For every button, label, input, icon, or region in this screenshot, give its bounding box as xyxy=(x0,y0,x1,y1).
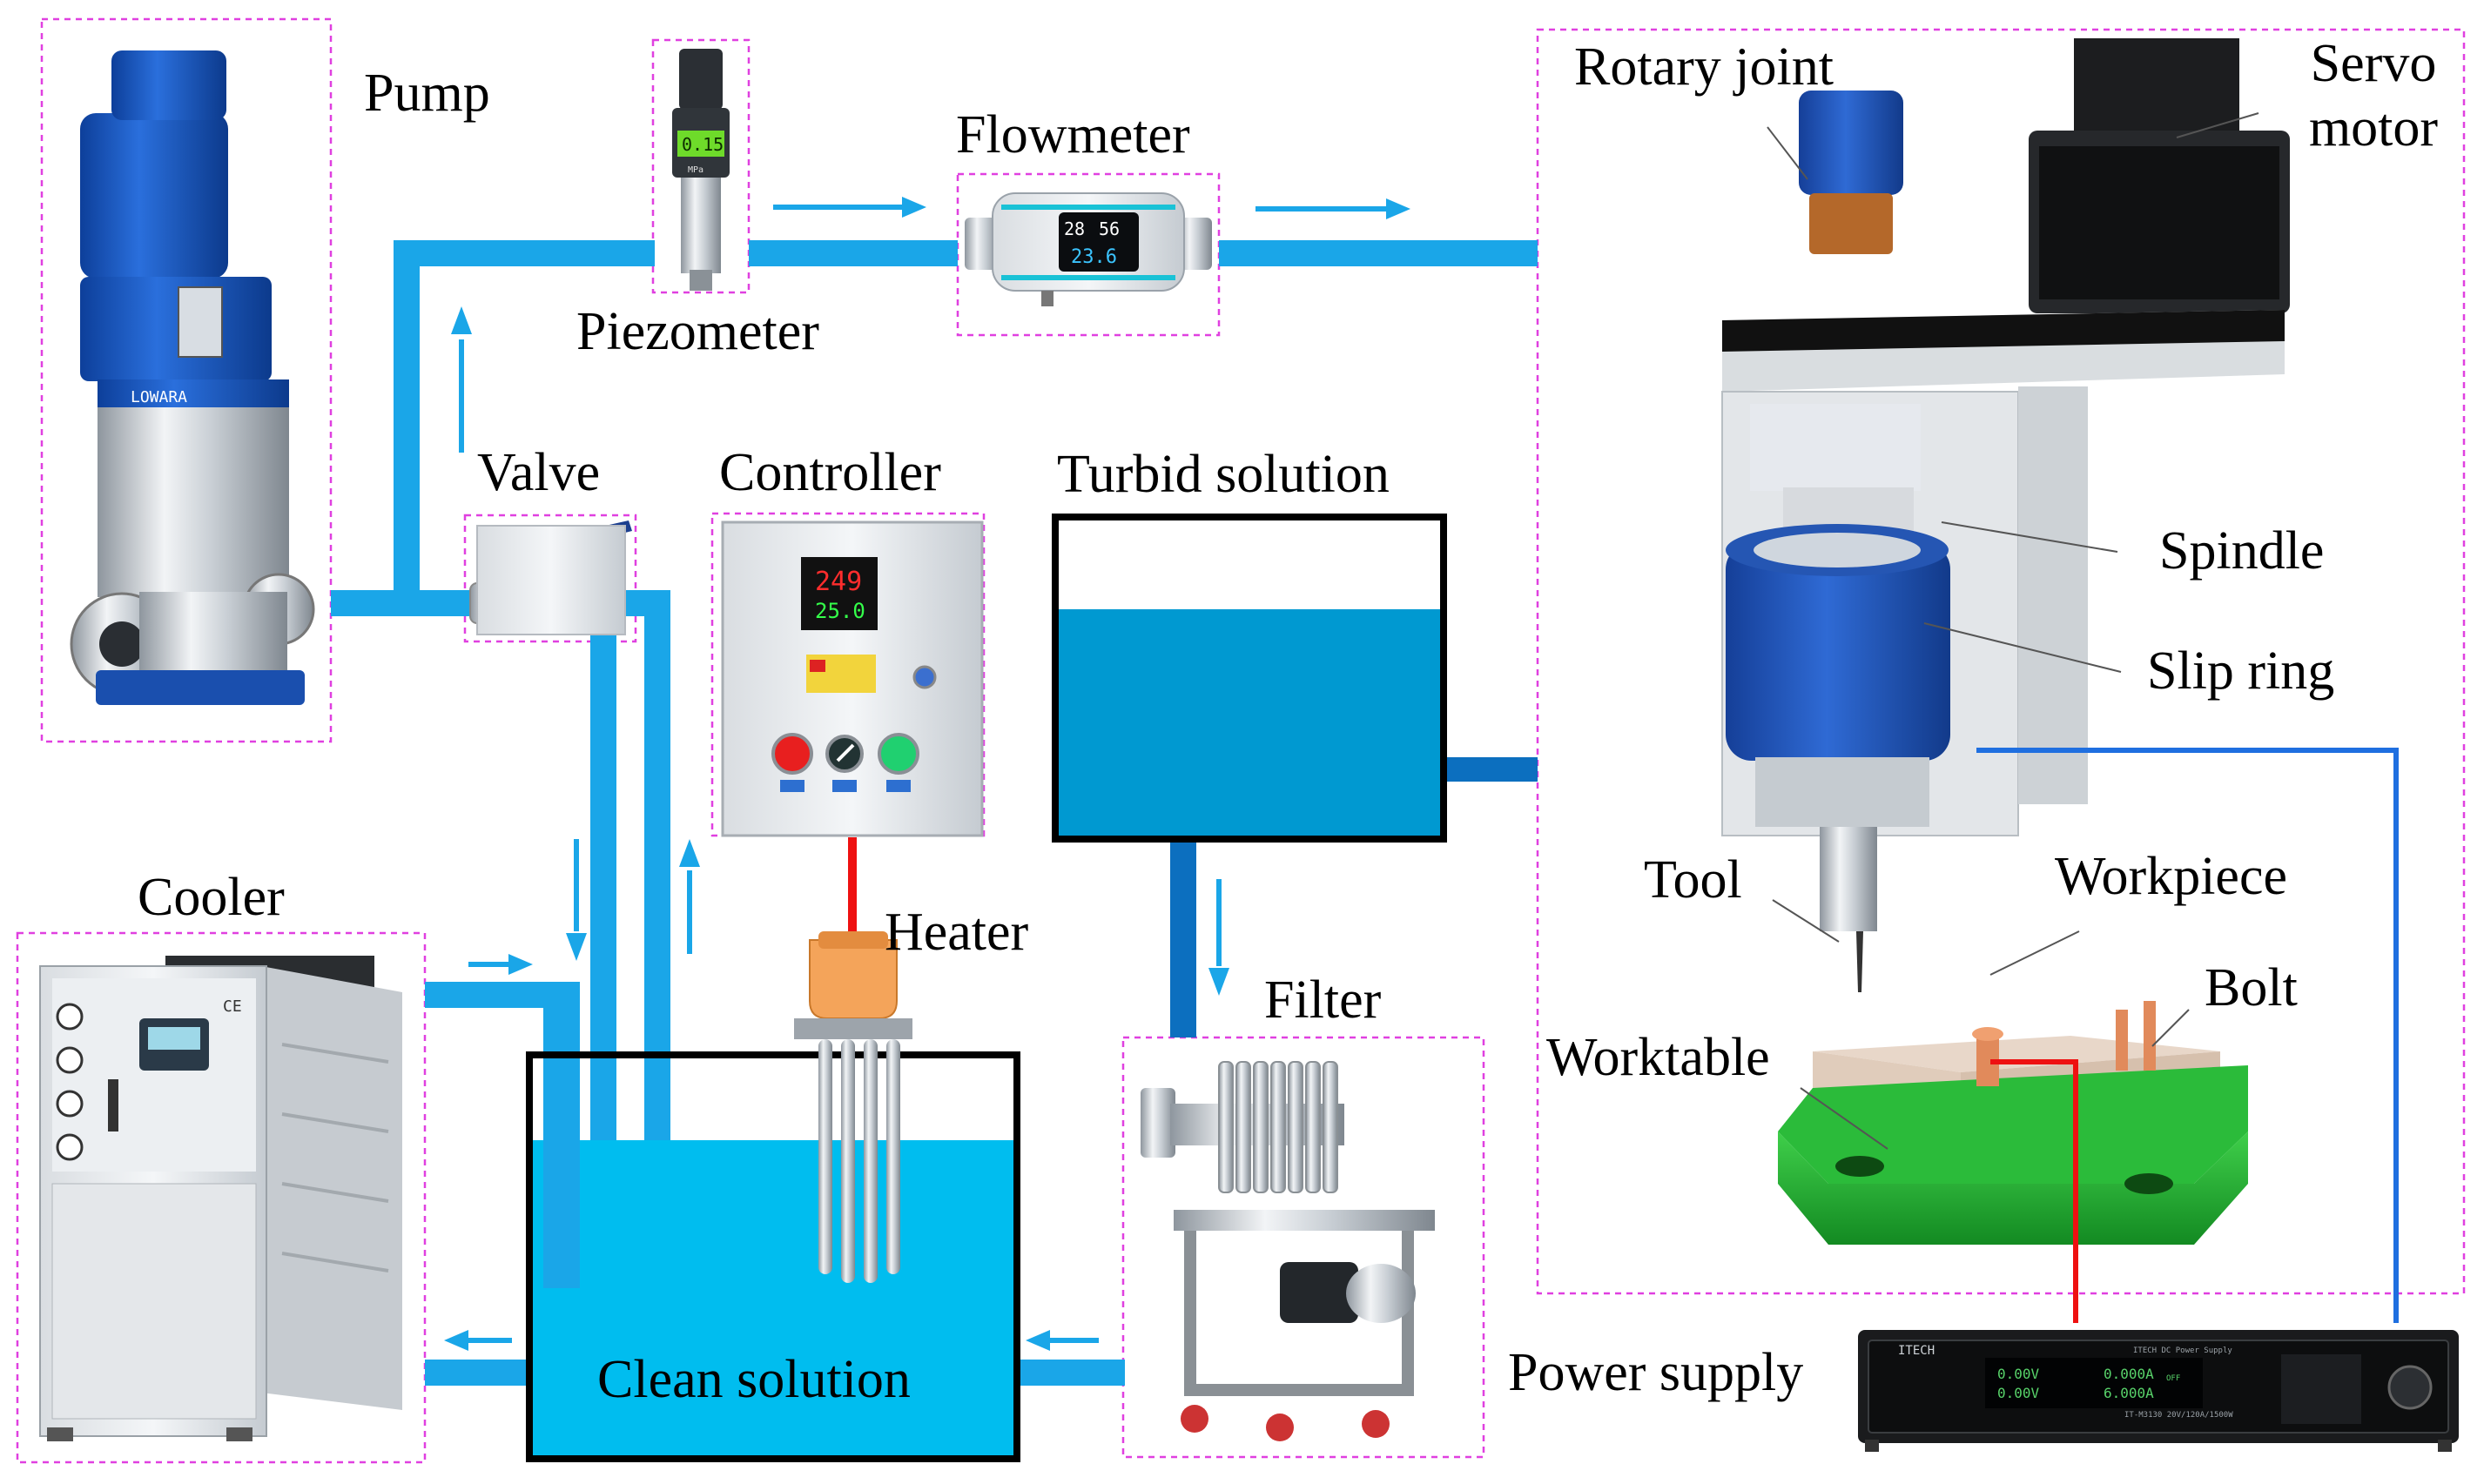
flow-arrow-icon xyxy=(444,197,1410,1351)
power-model: IT-M3130 20V/120A/1500W xyxy=(2124,1411,2233,1420)
cooler-ce-mark: CE xyxy=(223,997,242,1016)
label-filter: Filter xyxy=(1264,970,1382,1030)
label-slip-ring: Slip ring xyxy=(2147,641,2335,701)
label-valve: Valve xyxy=(477,443,601,502)
label-bolt: Bolt xyxy=(2205,958,2298,1017)
power-title: ITECH DC Power Supply xyxy=(2133,1346,2232,1355)
power-brand: ITECH xyxy=(1898,1344,1935,1358)
piezometer-reading: 0.15 xyxy=(682,134,724,155)
label-controller: Controller xyxy=(719,443,941,502)
controller-pv: 249 xyxy=(815,567,862,597)
label-piezometer: Piezometer xyxy=(576,302,819,361)
label-turbid-solution: Turbid solution xyxy=(1057,445,1390,504)
turbid-tank xyxy=(1052,514,1447,843)
label-clean-solution: Clean solution xyxy=(597,1350,911,1409)
spindle-assembly-icon xyxy=(1721,38,2290,992)
power-supply-icon: ITECH ITECH DC Power Supply 0.00V 0.00V … xyxy=(1858,1330,2459,1452)
power-v2: 0.00V xyxy=(1997,1385,2040,1401)
label-power-supply: Power supply xyxy=(1508,1343,1804,1402)
turbid-pipes xyxy=(1170,757,1538,1037)
power-v1: 0.00V xyxy=(1997,1366,2040,1382)
label-tool: Tool xyxy=(1644,850,1742,910)
label-flowmeter: Flowmeter xyxy=(956,105,1190,165)
label-heater: Heater xyxy=(885,903,1029,962)
controller-sv: 25.0 xyxy=(815,599,865,623)
piezometer-unit: MPa xyxy=(688,165,703,175)
label-workpiece: Workpiece xyxy=(2055,847,2287,906)
heater-icon xyxy=(794,837,912,1283)
cooler-icon: CE xyxy=(39,956,402,1441)
clean-tank xyxy=(526,1051,1020,1462)
pump-icon: LOWARA xyxy=(70,50,315,705)
flowmeter-bottom: 23.6 xyxy=(1071,246,1117,268)
filter-icon xyxy=(1141,1061,1435,1441)
controller-icon: 249 25.0 xyxy=(476,520,984,837)
piezometer-icon: 0.15 MPa xyxy=(672,49,730,291)
electrical-wiring xyxy=(1976,748,2399,1323)
flowmeter-top-right: 56 xyxy=(1099,218,1120,239)
worktable-icon xyxy=(1778,1001,2248,1245)
pump-brand-text: LOWARA xyxy=(131,388,187,406)
power-a1: 0.000A xyxy=(2104,1366,2154,1382)
power-off: OFF xyxy=(2166,1374,2180,1383)
flowmeter-icon: 28 56 23.6 xyxy=(965,192,1212,306)
label-worktable: Worktable xyxy=(1546,1028,1770,1087)
leader-lines xyxy=(1767,112,2259,1150)
label-spindle: Spindle xyxy=(2159,521,2325,581)
power-a2: 6.000A xyxy=(2104,1385,2154,1401)
label-rotary-joint: Rotary joint xyxy=(1574,37,1834,97)
label-cooler: Cooler xyxy=(138,868,285,927)
label-pump: Pump xyxy=(364,64,490,123)
flowmeter-top-left: 28 xyxy=(1064,218,1085,239)
